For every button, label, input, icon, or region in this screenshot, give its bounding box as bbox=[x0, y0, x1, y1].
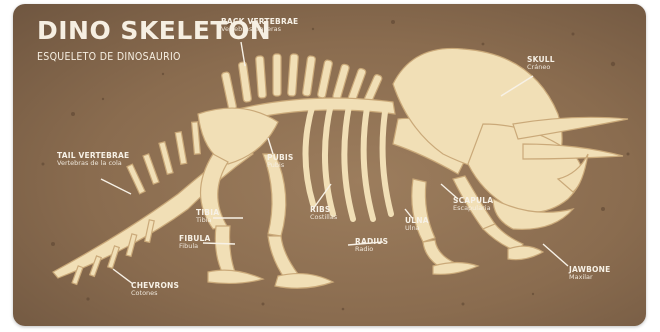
label-jawbone-es: Maxilar bbox=[569, 274, 610, 281]
label-tibia-es: Tibia bbox=[196, 217, 219, 224]
label-tail-vertebrae: TAIL VERTEBRAE Vertebras de la cola bbox=[57, 152, 129, 167]
label-tail-vertebrae-es: Vertebras de la cola bbox=[57, 160, 129, 167]
label-back-vertebrae-es: Vertebras traseras bbox=[221, 26, 298, 33]
brow-horn-bottom bbox=[523, 144, 623, 159]
label-ribs-es: Costillas bbox=[310, 214, 337, 221]
label-chevrons: CHEVRONS Cotones bbox=[131, 282, 179, 297]
label-jawbone: JAWBONE Maxilar bbox=[569, 266, 610, 281]
label-skull: SKULL Cráneo bbox=[527, 56, 555, 71]
page-subtitle: ESQUELETO DE DINOSAURIO bbox=[37, 51, 181, 63]
label-ribs: RIBS Costillas bbox=[310, 206, 337, 221]
label-skull-es: Cráneo bbox=[527, 64, 555, 71]
label-ulna: ULNA Ulna bbox=[405, 217, 429, 232]
label-radius-es: Radio bbox=[355, 246, 388, 253]
label-scapula-es: Escapularia bbox=[453, 205, 493, 212]
label-fibula-es: Fibula bbox=[179, 243, 211, 250]
label-ulna-es: Ulna bbox=[405, 225, 429, 232]
label-scapula: SCAPULA Escapularia bbox=[453, 197, 493, 212]
label-radius: RADIUS Radio bbox=[355, 238, 388, 253]
poster-frame: DINO SKELETON ESQUELETO DE DINOSAURIO BA… bbox=[13, 4, 646, 326]
label-fibula: FIBULA Fibula bbox=[179, 235, 211, 250]
label-pubis: PUBIS Pubis bbox=[267, 154, 294, 169]
label-chevrons-es: Cotones bbox=[131, 290, 179, 297]
label-pubis-es: Pubis bbox=[267, 162, 294, 169]
bones bbox=[53, 48, 628, 288]
label-back-vertebrae: BACK VERTEBRAE Vertebras traseras bbox=[221, 18, 298, 33]
label-tibia: TIBIA Tibia bbox=[196, 209, 219, 224]
